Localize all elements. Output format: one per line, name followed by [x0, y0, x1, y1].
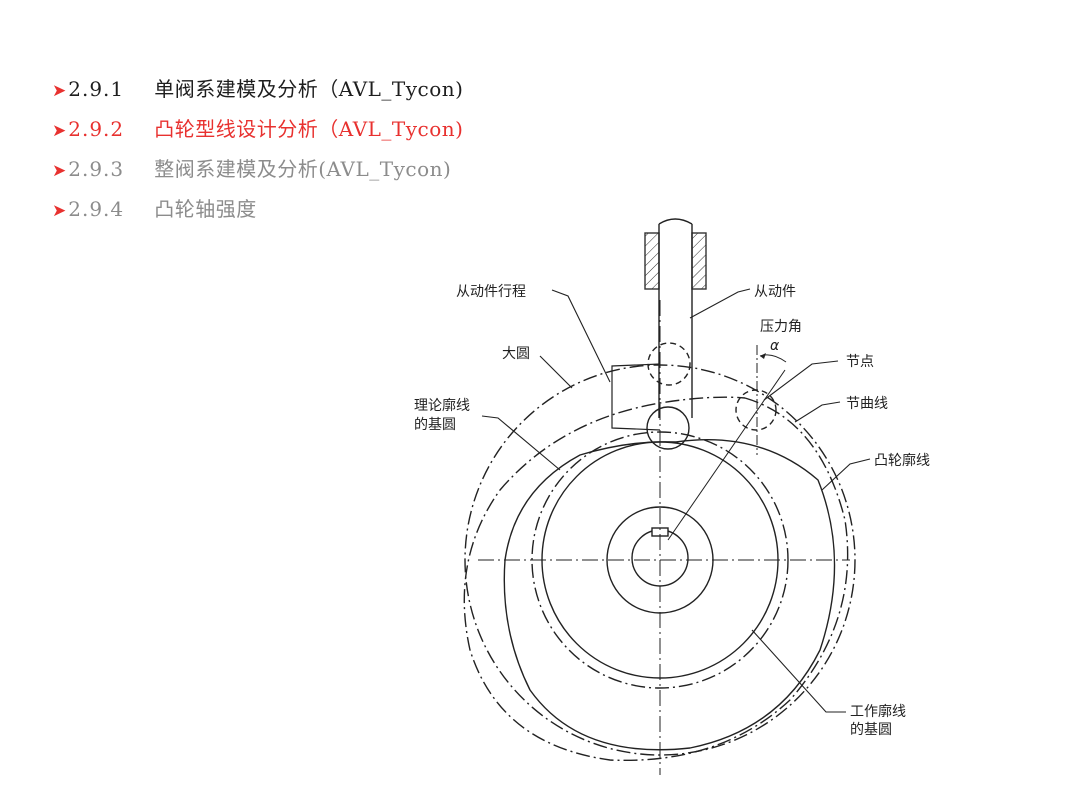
leader-follower-stroke: [551, 289, 611, 383]
toc-list: ➤ 2.9.1 单阀系建模及分析（AVL_Tycon) ➤ 2.9.2 凸轮型线…: [52, 74, 464, 234]
toc-title: 整阀系建模及分析(AVL_Tycon): [154, 157, 452, 181]
bullet-arrow-icon: ➤: [52, 121, 67, 141]
guide-block-right: [691, 232, 707, 290]
follower-roller: [646, 406, 690, 450]
label-work-base-line2: 的基圆: [850, 721, 892, 738]
toc-item-2-9-2[interactable]: ➤ 2.9.2 凸轮型线设计分析（AVL_Tycon): [52, 114, 464, 154]
bullet-arrow-icon: ➤: [52, 161, 67, 181]
toc-title: 凸轮型线设计分析（AVL_Tycon): [154, 117, 464, 141]
follower-stroke-bracket: [611, 363, 661, 431]
pressure-angle-arrow-icon: [760, 353, 766, 359]
bullet-arrow-icon: ➤: [52, 81, 67, 101]
toc-item-2-9-1[interactable]: ➤ 2.9.1 单阀系建模及分析（AVL_Tycon): [52, 74, 464, 114]
label-alpha: α: [770, 338, 780, 354]
roller-at-pitch-point: [735, 389, 777, 431]
leader-pitch-curve: [794, 401, 841, 423]
label-pitch-point: 节点: [846, 354, 874, 370]
label-pressure-angle: 压力角: [760, 319, 802, 335]
toc-item-2-9-3[interactable]: ➤ 2.9.3 整阀系建模及分析(AVL_Tycon): [52, 154, 464, 194]
toc-number: 2.9.2: [68, 117, 125, 141]
follower-rod: [658, 218, 693, 418]
toc-number: 2.9.4: [68, 197, 125, 221]
label-theory-base-line2: 的基圆: [414, 416, 456, 433]
leader-pitch-point: [763, 360, 839, 401]
label-large-circle: 大圆: [502, 346, 530, 362]
toc-item-2-9-4[interactable]: ➤ 2.9.4 凸轮轴强度: [52, 194, 464, 234]
label-follower: 从动件: [754, 284, 796, 300]
label-work-base-line1: 工作廓线: [850, 703, 906, 720]
label-pitch-curve: 节曲线: [846, 396, 888, 412]
cam-profile: [503, 439, 836, 751]
leader-work-base: [751, 629, 846, 713]
label-theory-base-line1: 理论廓线: [414, 397, 470, 414]
toc-number: 2.9.3: [68, 157, 125, 181]
toc-title: 单阀系建模及分析（AVL_Tycon): [154, 77, 464, 101]
toc-title: 凸轮轴强度: [154, 197, 257, 221]
toc-number: 2.9.1: [68, 77, 125, 101]
label-follower-stroke: 从动件行程: [456, 284, 526, 300]
leader-cam-profile: [821, 458, 871, 491]
leader-follower: [689, 288, 751, 319]
leader-theory-base: [481, 415, 561, 471]
leader-large-circle: [539, 355, 573, 389]
label-cam-profile: 凸轮廓线: [874, 452, 930, 469]
guide-block-left: [644, 232, 660, 290]
bullet-arrow-icon: ➤: [52, 201, 67, 221]
pitch-curve: [463, 396, 849, 762]
pressure-line-normal: [667, 369, 786, 541]
